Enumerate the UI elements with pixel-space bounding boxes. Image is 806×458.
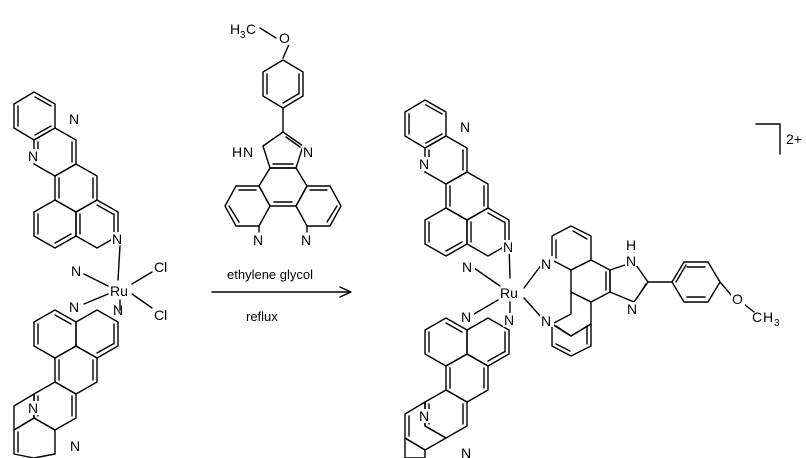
product-n-bottom-right: N (504, 312, 514, 328)
ligand-methyl-subscript: 3 (240, 30, 246, 41)
condition-solvent: ethylene glycol (227, 267, 313, 282)
ligand-imidazole-n: N (303, 144, 313, 160)
ligand-phen-n-right: N (301, 232, 311, 248)
product-n-bottom-left: N (461, 309, 471, 325)
product-pyrazine-n2: N (460, 119, 470, 135)
reactant-n-top-right: N (112, 231, 122, 247)
reactant-pyrazine-n4: N (70, 438, 80, 454)
product-pyrazine-n3: N (419, 408, 429, 424)
ligand-methyl-c: C (246, 21, 256, 37)
product-complex (404, 99, 781, 458)
reactant-pyrazine-n2: N (69, 111, 79, 127)
product-pip-n-top: N (541, 256, 551, 272)
reactant-n-top-left: N (71, 263, 81, 279)
product-methyl-subscript: 3 (774, 318, 780, 329)
product-pyrazine-n4: N (461, 445, 471, 458)
ligand-pip (224, 27, 342, 227)
product-imidazole-n: N (627, 301, 637, 317)
condition-reflux: reflux (246, 309, 278, 324)
reactant-top-dppz (13, 91, 119, 249)
ligand-oxygen: O (279, 30, 290, 46)
product-nh-h: H (626, 237, 636, 253)
product-pyrazine-n1: N (419, 156, 429, 172)
product-oxygen: O (732, 291, 743, 307)
product-methyl-c: C (752, 309, 762, 325)
reactant-n-bottom-left: N (69, 299, 79, 315)
reaction-arrow (211, 286, 352, 298)
reactant-cl-2: Cl (154, 307, 167, 323)
reactant-cl-1: Cl (154, 259, 167, 275)
reactant-n-bottom-right: N (113, 302, 123, 318)
ligand-phen-n-left: N (253, 232, 263, 248)
product-nh-n: N (626, 253, 636, 269)
ligand-methyl-h: H (230, 21, 240, 37)
ligand-nh-h: H (232, 144, 242, 160)
product-pip-n-bottom: N (541, 313, 551, 329)
reactant-bottom-dppz (13, 309, 119, 458)
product-charge: 2+ (786, 131, 802, 147)
product-ru: Ru (500, 285, 518, 301)
reactant-ru: Ru (110, 283, 128, 299)
ligand-nh-n: N (243, 144, 253, 160)
product-n-top-left: N (462, 259, 472, 275)
reactant-complex: N N N N (13, 91, 167, 458)
reactant-pyrazine-n1: N (28, 148, 38, 164)
product-n-top-right: N (503, 239, 513, 255)
product-methyl-h: H (763, 309, 773, 325)
reactant-pyrazine-n3: N (28, 400, 38, 416)
